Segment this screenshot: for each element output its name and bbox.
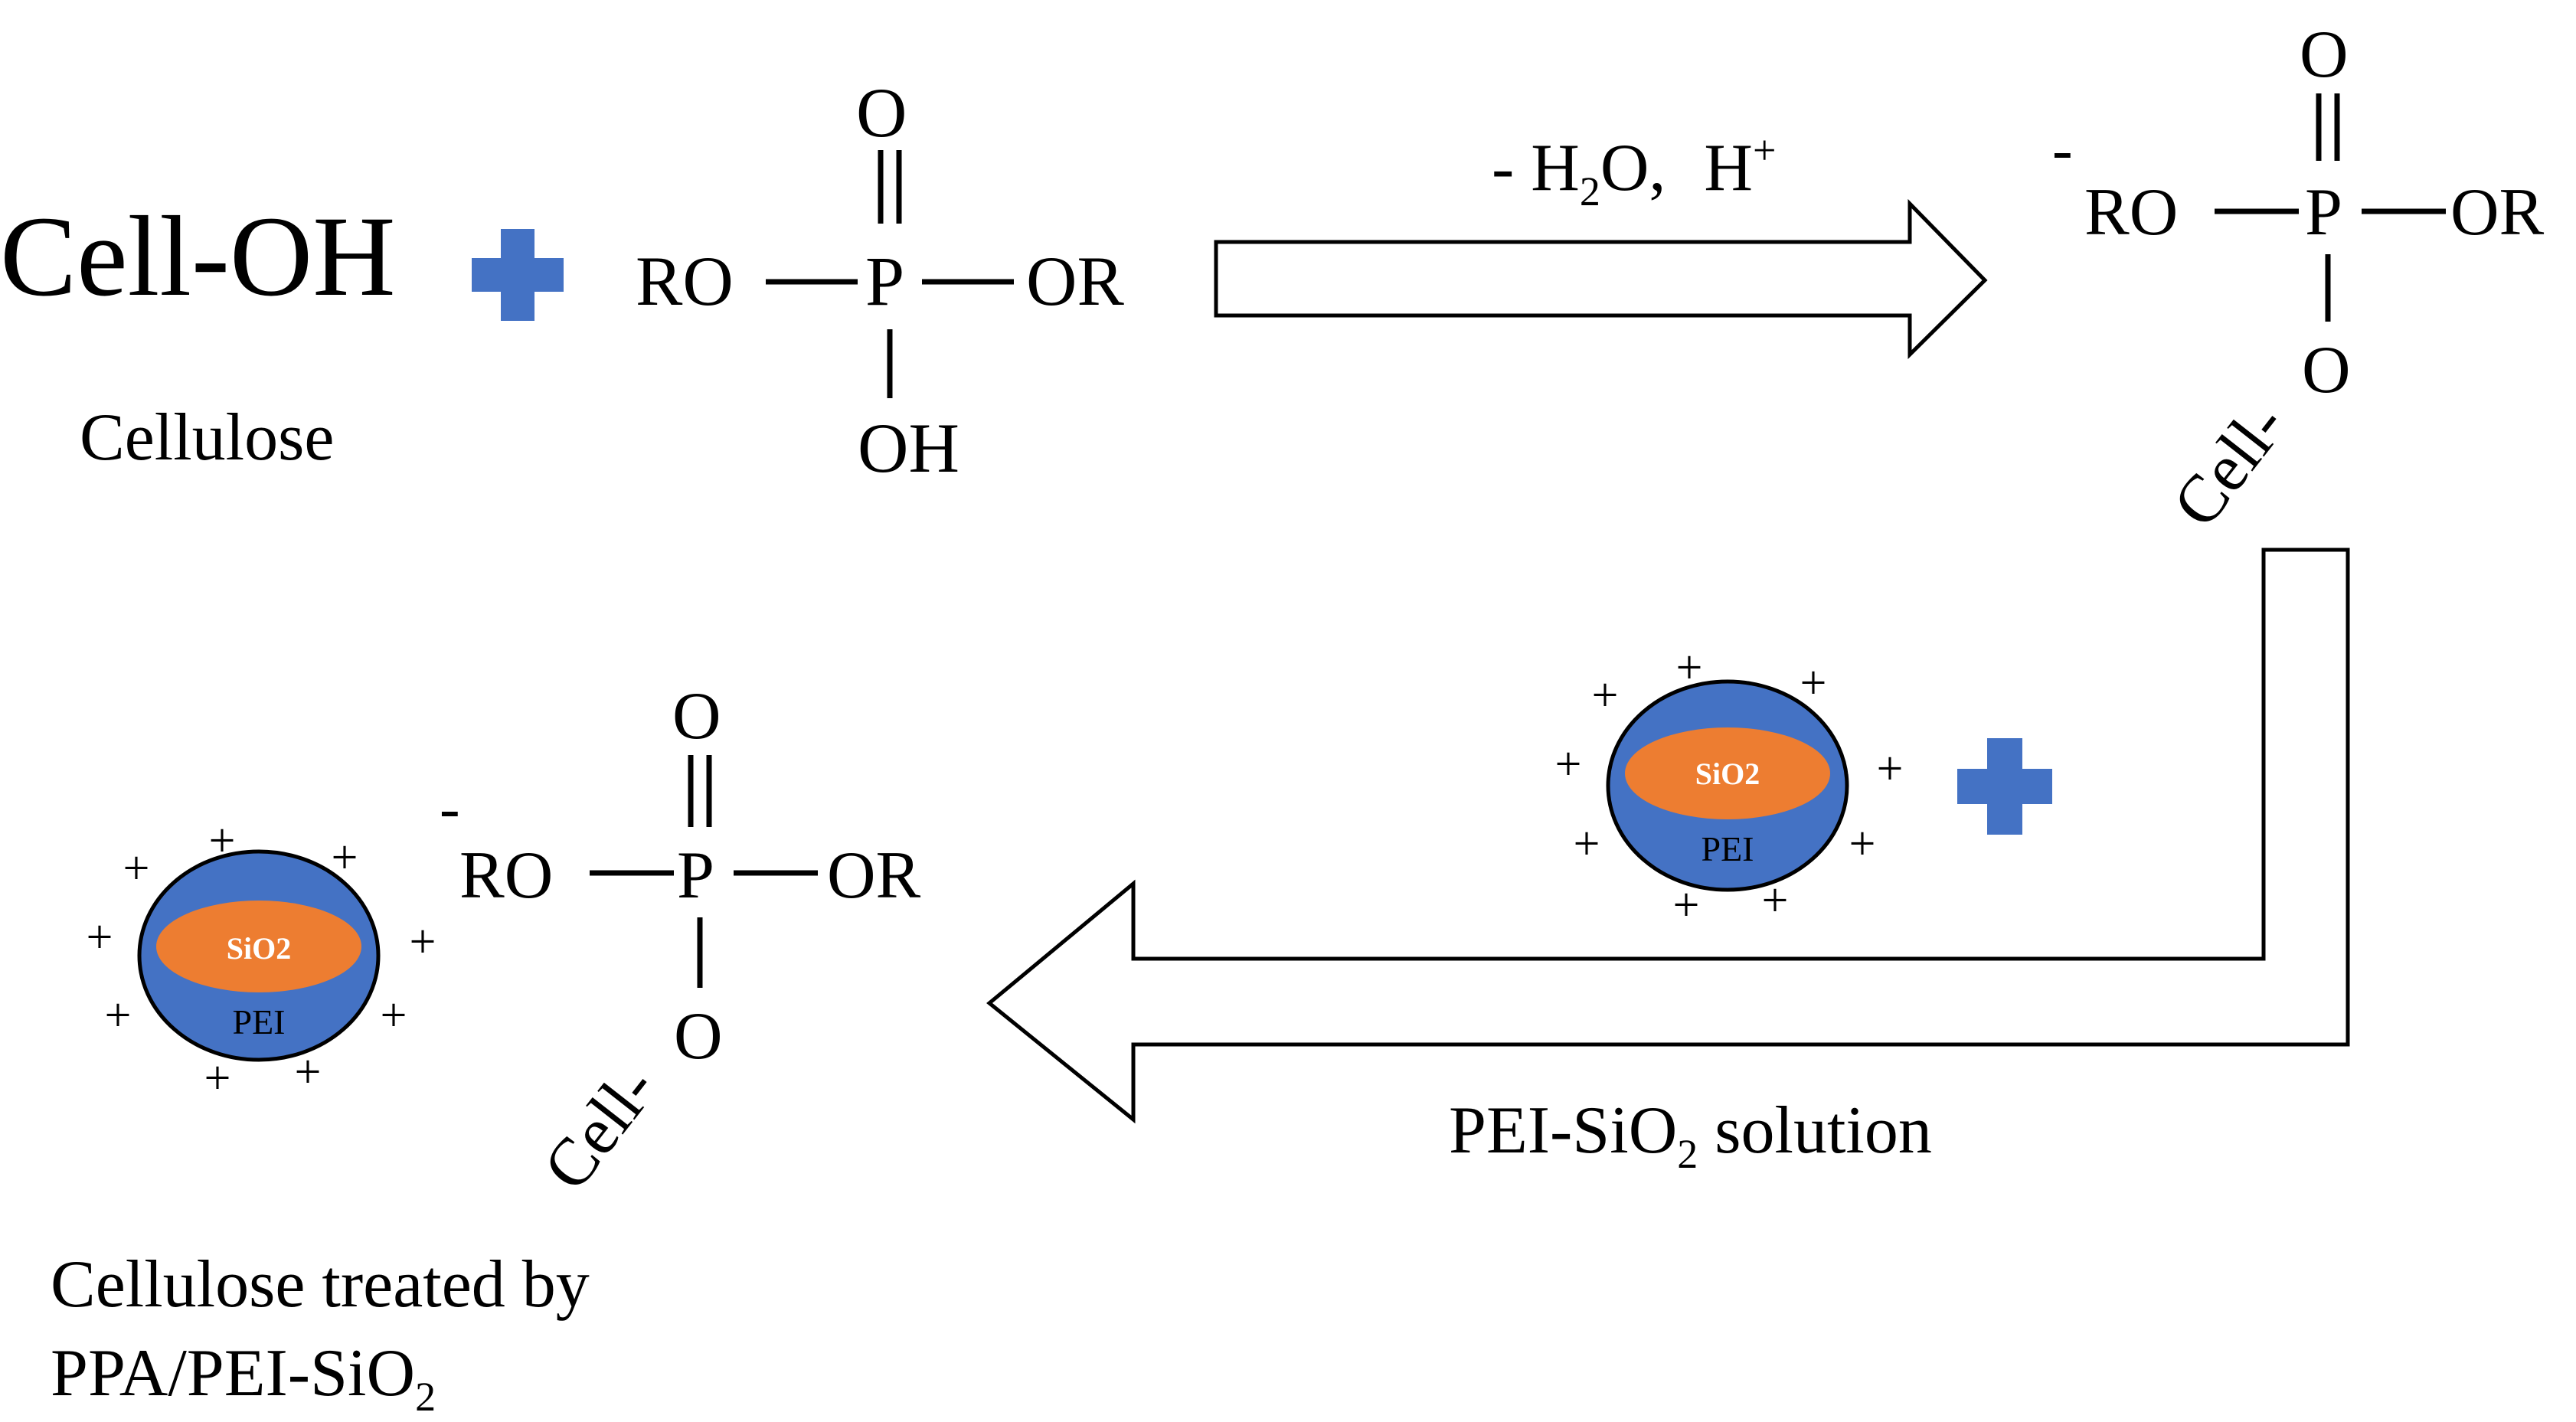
surface-charge: +	[332, 832, 358, 884]
particle-core-label: SiO2	[1695, 757, 1760, 791]
particle-shell-label: PEI	[233, 1002, 286, 1041]
surface-charge: +	[105, 989, 132, 1041]
intermediate-phosphorus: P	[2305, 175, 2342, 250]
surface-charge: +	[1673, 879, 1700, 931]
surface-charge: +	[1592, 669, 1619, 721]
plus-icon	[472, 229, 564, 321]
phosphate-top-oxygen: O	[856, 74, 907, 152]
cellulose-formula: Cell-OH	[0, 193, 396, 320]
plus-icon	[1957, 738, 2052, 835]
intermediate-top-oxygen: O	[2300, 18, 2349, 92]
product-charge: -	[440, 775, 460, 842]
surface-charge: +	[123, 842, 150, 894]
product-caption-line2: PPA/PEI-SiO2	[51, 1336, 436, 1420]
surface-charge: +	[1762, 874, 1789, 927]
product-caption-line1: Cellulose treated by	[51, 1247, 590, 1322]
intermediate-charge: -	[2052, 116, 2073, 184]
particle-core-label: SiO2	[227, 931, 291, 966]
intermediate-right-group: OR	[2450, 175, 2545, 250]
phosphate-right-group: OR	[1026, 242, 1124, 320]
phosphate-reactant: O RO P OR OH	[636, 74, 1124, 487]
intermediate-left-group: RO	[2084, 175, 2178, 250]
surface-charge: +	[87, 911, 113, 963]
surface-charge: +	[381, 989, 407, 1041]
product-bridge-oxygen: O	[674, 999, 723, 1074]
product-cell-label: Cell-	[529, 1052, 671, 1204]
surface-charge: +	[295, 1046, 322, 1098]
surface-charge: +	[410, 916, 436, 968]
surface-charge: +	[1574, 818, 1600, 870]
surface-charge: +	[1849, 818, 1876, 870]
phosphorylated-cellulose: - O RO P OR O Cell-	[2052, 18, 2545, 541]
reaction-arrow-bent	[986, 548, 2350, 1124]
intermediate-bridge-oxygen: O	[2302, 333, 2351, 407]
product-top-oxygen: O	[672, 679, 721, 753]
product-particle: SiO2 PEI + + + + + + + + +	[87, 815, 436, 1104]
intermediate-cell-label: Cell-	[2159, 389, 2300, 541]
phosphate-left-group: RO	[636, 242, 734, 320]
surface-charge: +	[204, 1052, 231, 1104]
phosphate-hydroxyl: OH	[858, 409, 959, 487]
step2-solution-label: PEI-SiO2 solution	[1449, 1093, 1932, 1177]
pei-sio2-particle: SiO2 PEI + + + + + + + + +	[1555, 642, 1904, 931]
step1-conditions: - H2O,H+	[1492, 127, 1776, 214]
surface-charge: +	[1877, 743, 1904, 795]
product-phosphate: - O RO P OR O Cell-	[440, 679, 921, 1204]
cellulose-label: Cellulose	[80, 400, 334, 475]
surface-charge: +	[1676, 642, 1703, 694]
product-phosphorus: P	[677, 838, 714, 913]
reaction-arrow-right	[1214, 198, 1988, 359]
surface-charge: +	[1800, 657, 1827, 709]
surface-charge: +	[209, 815, 236, 867]
product-left-group: RO	[459, 838, 553, 913]
product-right-group: OR	[827, 838, 921, 913]
surface-charge: +	[1555, 738, 1582, 790]
phosphorus-atom: P	[865, 242, 904, 320]
particle-shell-label: PEI	[1702, 829, 1754, 868]
